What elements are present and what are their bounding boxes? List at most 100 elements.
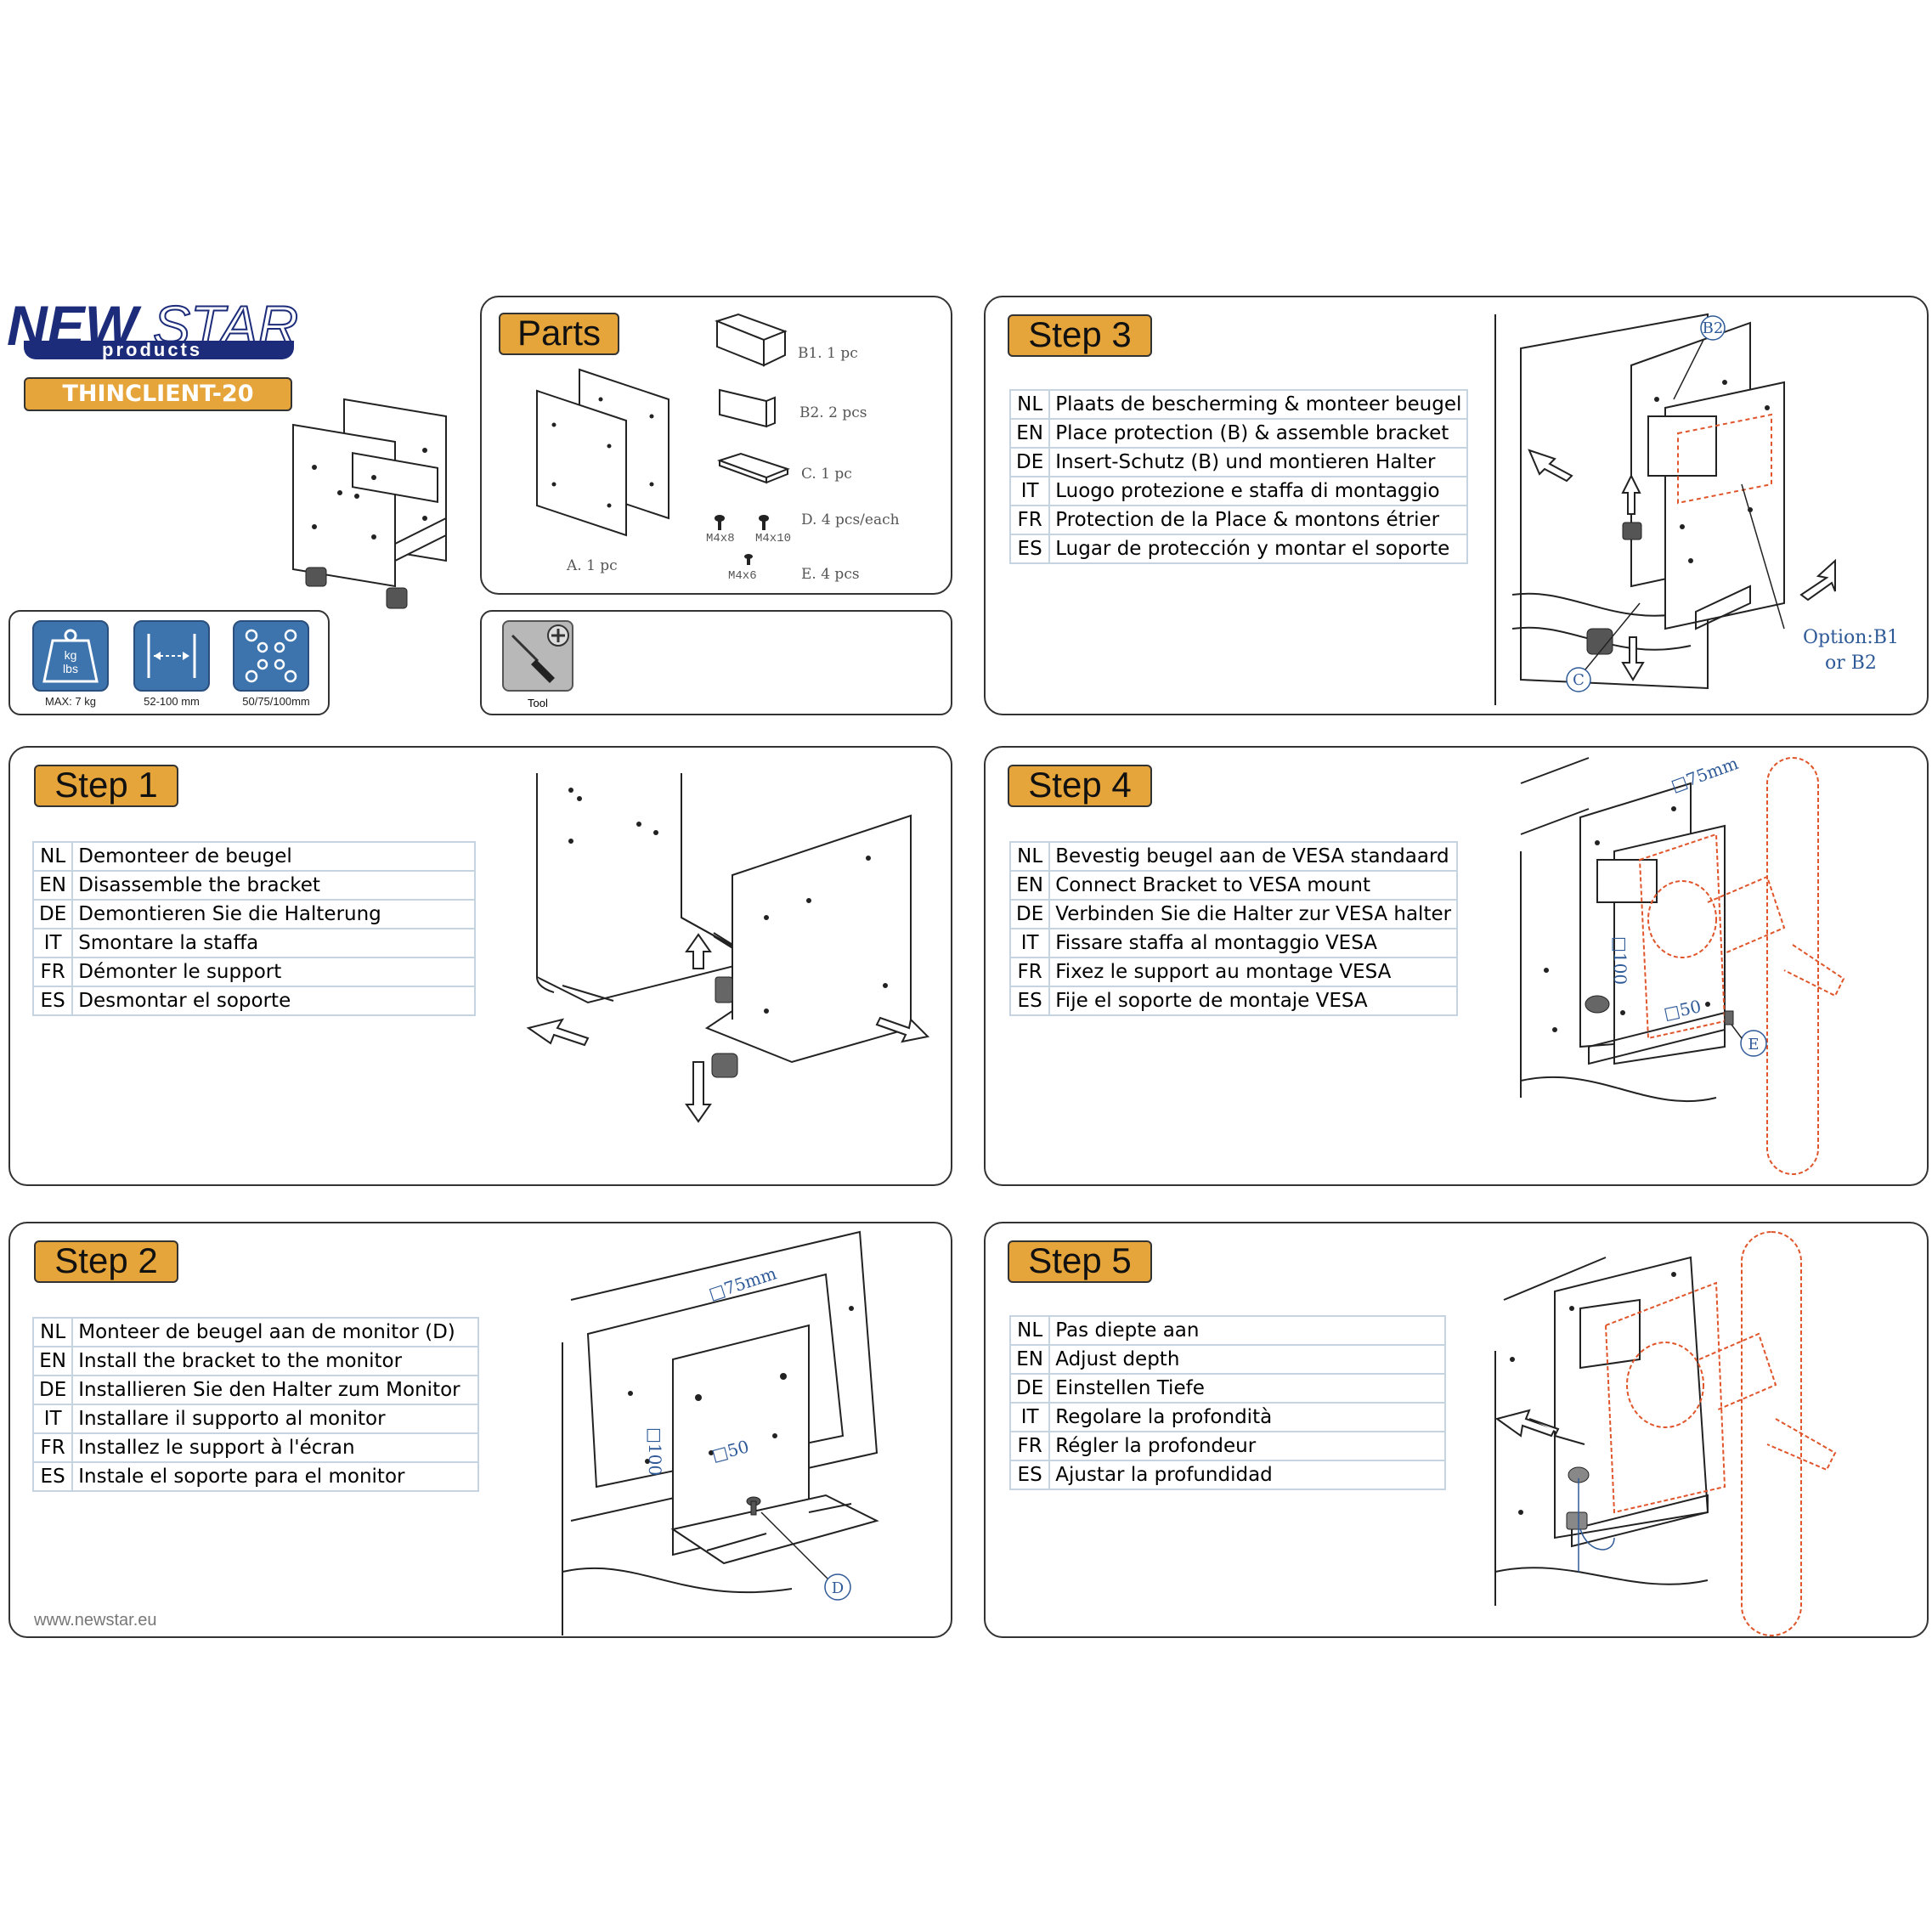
instruction-text: Bevestig beugel aan de VESA standaard xyxy=(1048,841,1459,872)
instruction-text: Adjust depth xyxy=(1048,1344,1446,1375)
lang-code: IT xyxy=(1008,476,1051,506)
callout-e: E xyxy=(1748,1036,1759,1054)
part-a-label: A. 1 pc xyxy=(567,557,618,574)
part-b2-pad xyxy=(719,388,776,428)
part-b1-label: B1. 1 pc xyxy=(798,345,858,362)
screw-m4x8: M4x8 xyxy=(706,532,735,545)
instruction-text: Fissare staffa al montaggio VESA xyxy=(1048,928,1459,958)
weight-label: MAX: 7 kg xyxy=(45,695,96,708)
option-note-1: Option:B1 xyxy=(1803,627,1899,648)
instruction-text: Instale el soporte para el monitor xyxy=(71,1461,479,1492)
lang-code: IT xyxy=(31,1404,74,1434)
instruction-text: Disassemble the bracket xyxy=(71,870,476,901)
lang-code: DE xyxy=(1008,899,1051,929)
instruction-text: Installez le support à l'écran xyxy=(71,1432,479,1463)
lang-code: ES xyxy=(31,986,74,1016)
vesa-pattern-label: 50/75/100mm xyxy=(242,695,310,708)
part-d-screws xyxy=(715,515,769,530)
instruction-text: Demontieren Sie die Halterung xyxy=(71,899,476,929)
weight-icon: kg lbs xyxy=(32,620,109,692)
lang-code: DE xyxy=(31,899,74,929)
lang-code: FR xyxy=(1008,1431,1051,1461)
instruction-text: Lugar de protección y montar el soporte xyxy=(1048,534,1469,564)
width-range-label: 52-100 mm xyxy=(144,695,200,708)
lang-code: DE xyxy=(1008,1373,1051,1404)
parts-title: Parts xyxy=(499,313,619,355)
dim-100: □100 xyxy=(1610,936,1630,985)
part-d-label: D. 4 pcs/each xyxy=(801,511,900,528)
tool-panel: Tool xyxy=(480,610,952,715)
part-b1-block xyxy=(715,313,788,367)
lang-code: IT xyxy=(1008,928,1051,958)
part-e-screw xyxy=(744,554,753,565)
instruction-text: Verbinden Sie die Halter zur VESA halter xyxy=(1048,899,1459,929)
instruction-text: Installieren Sie den Halter zum Monitor xyxy=(71,1375,479,1405)
instruction-text: Place protection (B) & assemble bracket xyxy=(1048,418,1469,449)
brand-sub: products xyxy=(102,339,203,360)
screwdriver-icon xyxy=(502,620,573,692)
lang-code: ES xyxy=(1008,986,1051,1016)
step3-illustration: B2 C xyxy=(1494,313,1836,705)
width-range-icon xyxy=(133,620,210,692)
part-b2-label: B2. 2 pcs xyxy=(799,404,867,421)
lang-code: EN xyxy=(1008,418,1051,449)
screw-m4x10: M4x10 xyxy=(755,532,792,545)
callout-b2: B2 xyxy=(1703,319,1724,337)
lang-code: IT xyxy=(1008,1402,1051,1432)
instruction-text: Régler la profondeur xyxy=(1048,1431,1446,1461)
lang-code: NL xyxy=(1008,389,1051,420)
part-c-label: C. 1 pc xyxy=(801,466,852,483)
instruction-text: Luogo protezione e staffa di montaggio xyxy=(1048,476,1469,506)
part-a-bracket xyxy=(536,368,669,537)
lang-code: FR xyxy=(31,957,74,987)
lang-code: FR xyxy=(1008,957,1051,987)
lang-code: NL xyxy=(31,841,74,872)
dim-100: □100 xyxy=(645,1427,665,1476)
instruction-text: Install the bracket to the monitor xyxy=(71,1346,479,1376)
lang-code: ES xyxy=(1008,1460,1051,1490)
step5-title: Step 5 xyxy=(1008,1240,1152,1283)
tool-label: Tool xyxy=(528,697,548,709)
lang-code: EN xyxy=(31,1346,74,1376)
brand-logo: NEW STAR products xyxy=(7,293,313,361)
lang-code: NL xyxy=(1008,1315,1051,1346)
lang-code: ES xyxy=(1008,534,1051,564)
lang-code: FR xyxy=(31,1432,74,1463)
lang-code: FR xyxy=(1008,505,1051,535)
instruction-text: Fije el soporte de montaje VESA xyxy=(1048,986,1459,1016)
parts-panel: Parts A. 1 pc B1. 1 pc B2. 2 pcs C. 1 pc… xyxy=(480,296,952,595)
lang-code: IT xyxy=(31,928,74,958)
instruction-text: Smontare la staffa xyxy=(71,928,476,958)
instruction-text: Connect Bracket to VESA mount xyxy=(1048,870,1459,901)
part-e-label: E. 4 pcs xyxy=(801,566,860,583)
callout-d: D xyxy=(832,1579,844,1597)
lang-code: NL xyxy=(31,1317,74,1347)
step1-title: Step 1 xyxy=(34,765,178,807)
